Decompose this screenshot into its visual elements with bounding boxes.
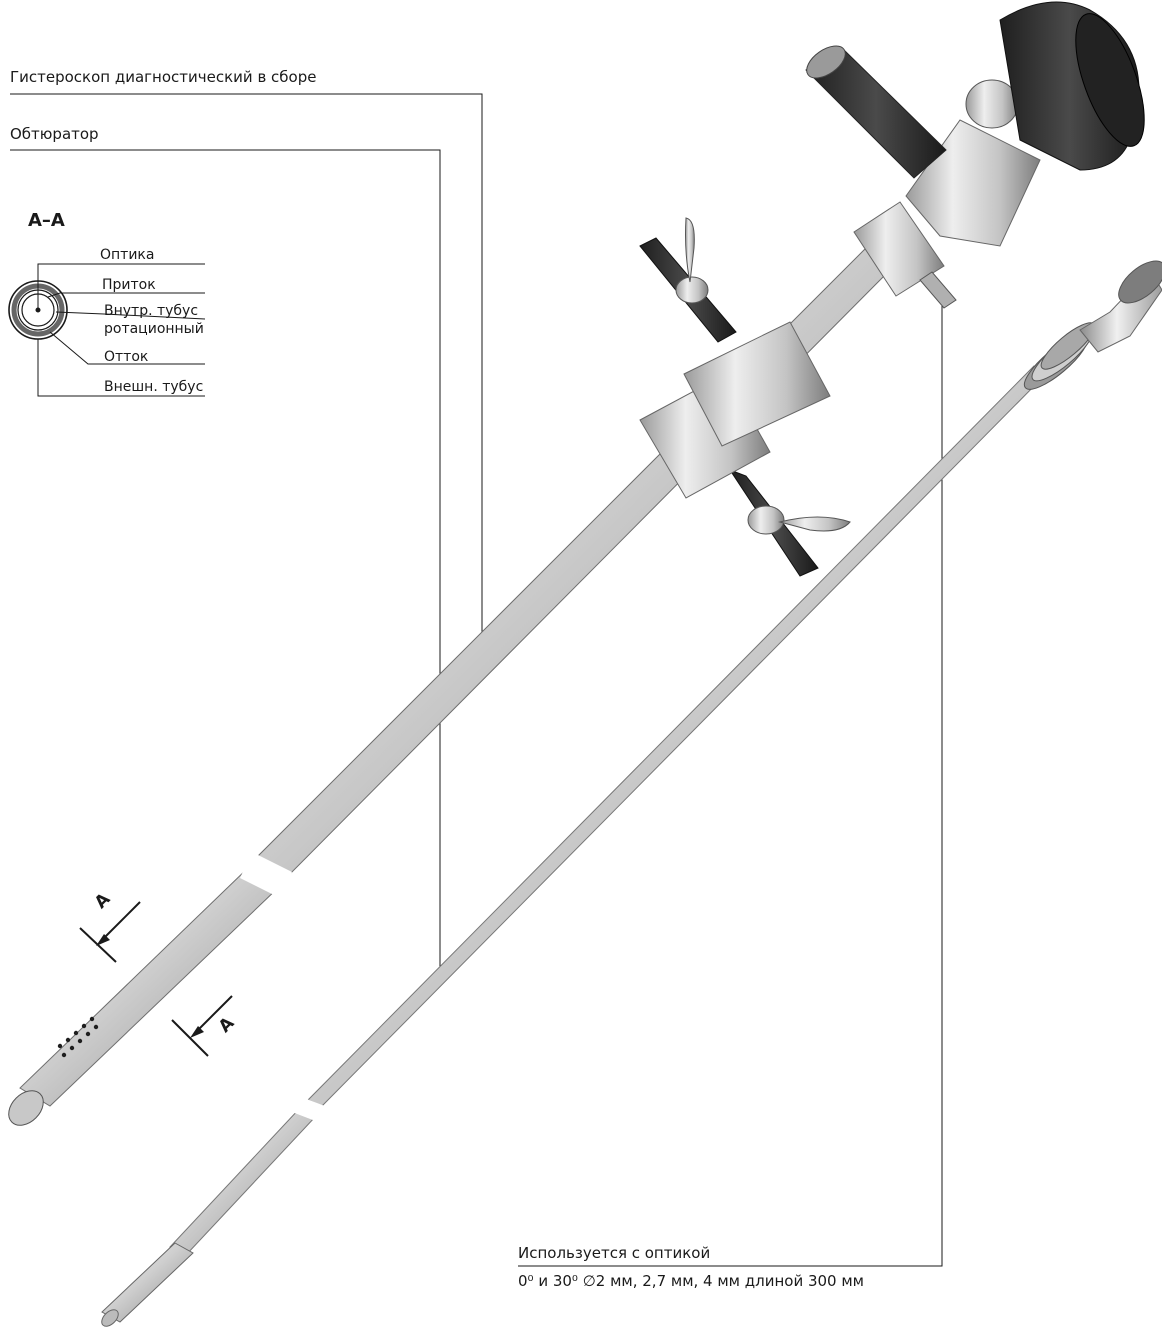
- section-outflow-label: Отток: [104, 349, 149, 365]
- section-outer-tube-label: Внешн. тубус: [104, 379, 204, 395]
- obturator: [101, 260, 1162, 1327]
- outflow-leader: [49, 331, 205, 365]
- inner-tube-leader: [55, 311, 206, 320]
- usage-label-line2: 0⁰ и 30⁰ ∅2 мм, 2,7 мм, 4 мм длиной 300 …: [518, 1272, 864, 1290]
- lower-stopcock: [728, 468, 851, 577]
- section-markers: [79, 901, 233, 1057]
- optics-leader: [37, 263, 205, 310]
- obturator-label: Обтюратор: [10, 125, 99, 143]
- hysteroscope: [8, 1, 1145, 1126]
- assembly-leader: [10, 93, 483, 668]
- section-inflow-label: Приток: [102, 277, 156, 293]
- section-rotating-label: ротационный: [104, 321, 204, 337]
- usage-leader: [518, 304, 943, 1267]
- section-optics-label: Оптика: [100, 247, 155, 263]
- usage-label-line1: Используется с оптикой: [518, 1244, 711, 1262]
- obturator-leader: [10, 149, 441, 980]
- assembly-label: Гистероскоп диагностический в сборе: [10, 68, 317, 86]
- lower-collar: [639, 321, 831, 499]
- inflow-leader: [47, 292, 205, 298]
- marker-a2-arrow: [193, 995, 233, 1035]
- upper-collar: [853, 201, 945, 297]
- outflow-holes: [57, 1016, 99, 1058]
- upper-stopcock: [639, 217, 737, 343]
- section-title: А–А: [28, 210, 65, 231]
- section-diagram: [8, 263, 206, 397]
- guide-pin: [919, 271, 957, 309]
- obturator-head: [1023, 260, 1162, 390]
- marker-a1-arrow: [99, 901, 141, 943]
- outer-tube-leader: [37, 339, 205, 397]
- hysteroscope-head: [805, 1, 1145, 247]
